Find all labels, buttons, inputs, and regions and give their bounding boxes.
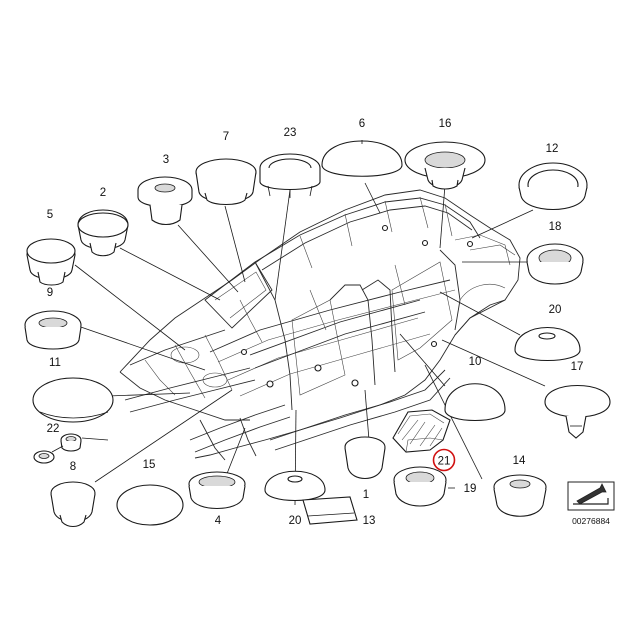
callout-16: 16 [439, 118, 452, 130]
callout-17: 17 [571, 361, 584, 373]
callout-19: 19 [464, 483, 477, 495]
arrow-into-tray-icon [567, 481, 615, 511]
plug-part-5 [26, 238, 76, 286]
callout-labels: 1 2 3 4 5 6 7 8 9 10 11 12 13 14 15 16 1… [47, 118, 584, 527]
callout-20-right: 20 [549, 304, 562, 316]
callout-12: 12 [546, 143, 559, 155]
callout-13: 13 [363, 515, 376, 527]
callout-23: 23 [284, 127, 297, 139]
callout-9: 9 [47, 287, 53, 299]
callout-22: 22 [47, 423, 60, 435]
insert-part-21 [392, 409, 451, 453]
plug-part-18 [526, 243, 584, 285]
plug-part-16 [404, 141, 486, 190]
callout-20-bottom: 20 [289, 515, 302, 527]
callout-14: 14 [513, 455, 526, 467]
pad-part-13 [302, 496, 358, 525]
plug-part-6 [321, 140, 403, 177]
callout-15: 15 [143, 459, 156, 471]
plug-part-23 [259, 153, 321, 198]
callout-11: 11 [49, 357, 61, 369]
plug-part-20-right [514, 326, 581, 362]
plug-part-3 [137, 176, 193, 226]
plug-part-19 [393, 466, 447, 507]
plug-part-14 [493, 474, 547, 517]
plug-part-2 [77, 209, 129, 257]
plug-part-22 [33, 433, 82, 464]
leader-lines [74, 182, 546, 506]
callout-2: 2 [100, 187, 106, 199]
car-body-shell [119, 189, 521, 461]
plug-part-17 [544, 385, 611, 439]
document-number: 00276884 [572, 516, 610, 526]
plug-part-20-bottom [264, 470, 326, 502]
callout-5: 5 [47, 209, 53, 221]
callout-3: 3 [163, 154, 169, 166]
plug-part-4 [188, 471, 246, 509]
callout-21-highlight-ring [432, 448, 456, 472]
callout-7: 7 [223, 131, 229, 143]
callout-1: 1 [363, 489, 369, 501]
callout-4: 4 [215, 515, 222, 527]
plug-part-8 [50, 481, 96, 528]
plug-part-15 [116, 484, 184, 526]
plug-part-7 [195, 158, 257, 206]
callout-21: 21 [438, 456, 451, 468]
plug-part-12 [518, 162, 588, 211]
callout-10: 10 [469, 356, 482, 368]
callout-8: 8 [70, 461, 76, 473]
plug-part-1 [344, 436, 386, 480]
plug-part-11 [32, 377, 114, 423]
plug-part-10 [444, 383, 506, 422]
callout-6: 6 [359, 118, 365, 130]
callout-18: 18 [549, 221, 562, 233]
plug-part-9 [24, 310, 82, 350]
